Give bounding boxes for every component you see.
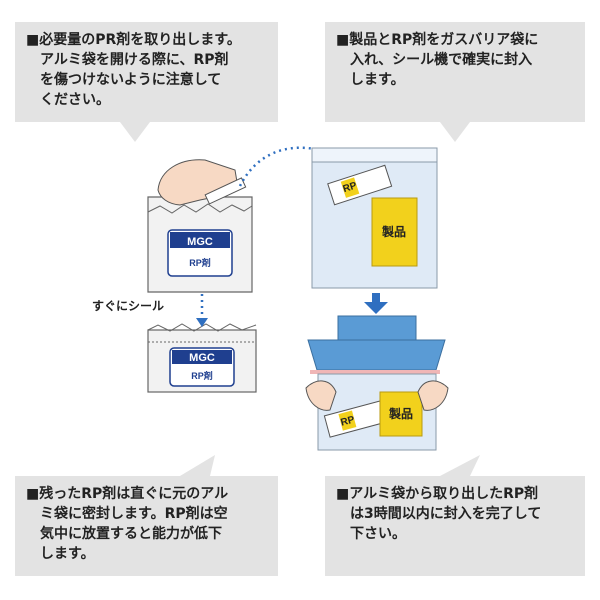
callout-bottom-left-text: ■残ったRP剤は直ぐに元のアル ミ袋に密封します。RP剤は空 気中に放置すると能… [26,486,229,562]
callout-tail [440,455,480,476]
product-box [371,197,418,267]
brand-label: MGC [189,352,215,364]
hand-icon [417,380,449,411]
callout-bottom-right [325,476,585,576]
product-label: 製品 [388,406,413,421]
callout-top-right [325,22,585,122]
rp-packet [327,164,393,206]
rp-packet [323,400,387,438]
seal-now-label: すぐにシール [92,299,165,313]
aluminum-bag-sealed [147,323,257,393]
aluminum-bag-open [147,196,253,293]
callout-tail [180,455,215,476]
hand-icon [157,159,247,206]
packet-mark: RP [342,180,359,195]
callout-tail [440,122,470,142]
sealing-machine [307,315,446,374]
product-box [379,391,423,437]
dotted-arrow [238,146,339,187]
rp-agent-label: RP剤 [189,257,211,268]
arrow-head-icon [196,318,208,327]
callout-bottom-right-text: ■アルミ袋から取り出したRP剤 は3時間以内に封入を完了して 下さい。 [336,486,542,542]
sealed-bag [317,373,437,451]
callout-top-left-text: ■必要量のPR剤を取り出します。 アルミ袋を開ける際に、RP剤 を傷つけないよう… [26,32,241,108]
hand-icon [305,380,337,411]
callout-top-left [15,22,278,122]
product-label: 製品 [381,224,406,239]
packet-mark: RP [340,414,357,428]
callout-tail [120,122,150,142]
down-arrow-icon [372,293,380,303]
callout-bottom-left [15,476,278,576]
gas-barrier-bag [311,147,438,289]
brand-label: MGC [187,236,213,248]
callout-top-right-text: ■製品とRP剤をガスバリア袋に 入れ、シール機で確実に封入 します。 [336,32,539,88]
rp-agent-label: RP剤 [191,370,213,381]
